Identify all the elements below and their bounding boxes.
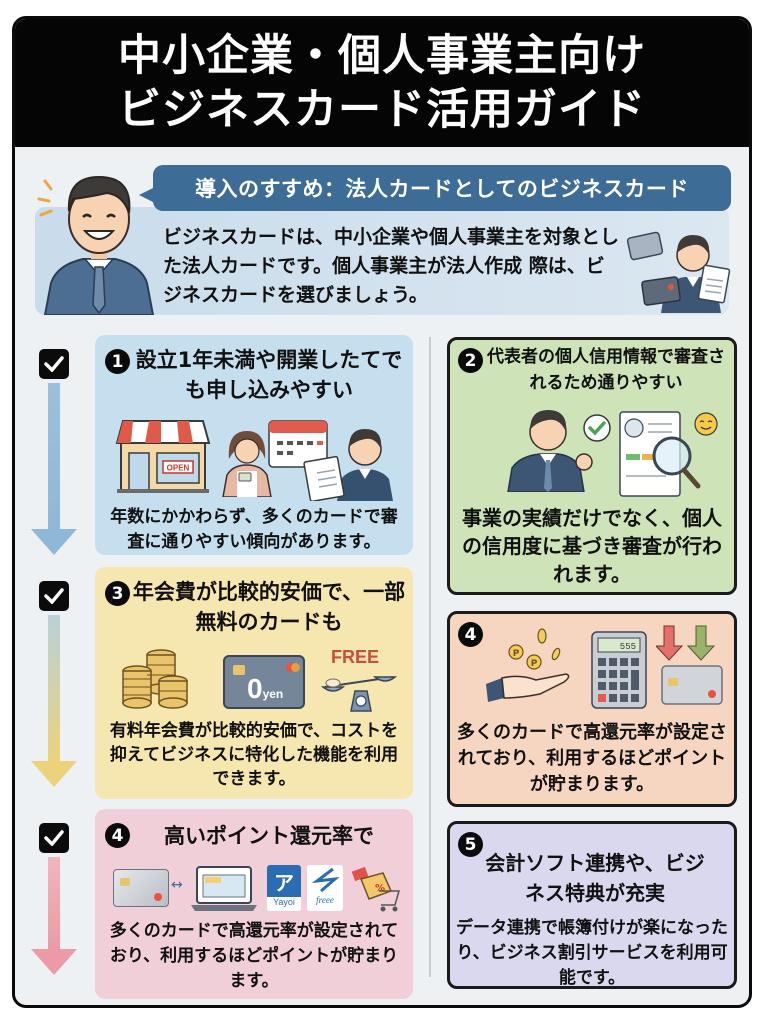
card-title: 高いポイント還元率で [164, 824, 374, 848]
step-number-badge: 3 [105, 581, 130, 606]
column-divider [429, 337, 431, 977]
checkbox-icon [39, 349, 69, 379]
step-number-badge: 1 [105, 349, 130, 374]
zero-yen-card-icon: 0yen [223, 655, 305, 709]
card-body: データ連携で帳簿付けが楽になったり、ビジネス割引サービスを利用可能です。 [456, 918, 728, 988]
intro-heading-bubble: 導入のすすめ：法人カードとしてのビジネスカード [139, 165, 731, 211]
coin-stacks-icon [122, 649, 188, 709]
step-number-badge: 5 [458, 832, 483, 857]
shop-open-sign-icon: OPEN [115, 420, 211, 493]
discount-cart-icon: % [351, 866, 400, 912]
card-body: 事業の実績だけでなく、個人の信用度に基づき審査が行われます。 [462, 506, 722, 586]
arrow-down-shaft [48, 383, 60, 531]
freee-logo-icon: freee [307, 865, 343, 911]
woman-holding-card-icon [222, 431, 272, 497]
card-title: 年会費が比較的安価で、一部無料のカードも [132, 580, 406, 634]
card-title: 会計ソフト連携や、ビジネス特典が充実 [485, 851, 705, 905]
svg-text:P: P [513, 649, 520, 659]
benefit-card-3: 3 年会費が比較的安価で、一部無料のカードも 0yen FREE [95, 567, 413, 799]
card-body: 多くのカードで高還元率が設定されており、利用するほどポイントが貯まります。 [109, 921, 399, 991]
down-arrows-and-card-icon [656, 625, 723, 705]
benefit-card-2: 2 代表者の個人信用情報で審査されるため通りやすい 事業の実績だけでなく、個人の… [447, 337, 737, 595]
smiling-businessman-icon [37, 175, 155, 315]
card-amount: 0 [247, 673, 263, 704]
credit-card-icon [113, 869, 169, 907]
arrow-down-shaft [48, 857, 60, 951]
intro-text: ビジネスカードは、中小企業や個人事業主を対象とした法人カードです。個人事業主が法… [163, 226, 620, 306]
svg-text:555: 555 [620, 642, 636, 652]
page-title-line1: 中小企業・個人事業主向け [118, 31, 646, 81]
card-body: 有料年会費が比較的安価で、コストを抑えてビジネスに特化した機能を利用できます。 [109, 721, 399, 789]
page-header: 中小企業・個人事業主向け ビジネスカード活用ガイド [15, 19, 749, 147]
businessman-icon [507, 410, 593, 492]
page-title-line2: ビジネスカード活用ガイド [118, 85, 646, 135]
free-label: FREE [331, 647, 380, 667]
laptop-icon [191, 866, 257, 911]
step-number-badge: 4 [458, 622, 483, 647]
benefit-card-4-right: 4 P P 555 [447, 611, 737, 807]
intro-background [35, 207, 729, 315]
arrow-down-icon [31, 761, 77, 787]
card-title: 代表者の個人信用情報で審査されるため通りやすい [487, 347, 725, 393]
card-title: 設立1年未満や開業したてでも申し込みやすい [135, 348, 403, 402]
svg-text:%: % [375, 883, 385, 894]
hand-with-point-coins-icon: P P [486, 628, 570, 702]
intro-section: 導入のすすめ：法人カードとしてのビジネスカード ビジネスカードは、中小企業や個人… [15, 147, 749, 317]
calendar-and-businessman-icon [268, 420, 393, 501]
checkbox-icon [39, 581, 69, 611]
checkbox-icon [39, 823, 69, 853]
businessman-with-cards-icon [627, 231, 731, 313]
benefit-card-4-left: 4 高いポイント還元率で ↔ ア Yayoi freee % 多くのカード [95, 809, 413, 999]
step-number-badge: 4 [105, 823, 130, 848]
sync-arrow-icon: ↔ [171, 877, 183, 893]
card-body: 年数にかかわらず、多くのカードで審査に通りやすい傾向があります。 [110, 507, 398, 552]
intro-heading: 導入のすすめ：法人カードとしてのビジネスカード [195, 177, 689, 201]
infographic-frame: 中小企業・個人事業主向け ビジネスカード活用ガイド 導入のすすめ：法人カードとし… [12, 16, 752, 1008]
svg-text:OPEN: OPEN [167, 464, 190, 473]
card-unit: yen [262, 687, 284, 701]
step-number-badge: 2 [458, 348, 483, 373]
arrow-down-icon [31, 949, 77, 975]
arrow-down-shaft [48, 615, 60, 763]
svg-text:P: P [531, 659, 538, 669]
check-bubble-icon [583, 414, 611, 442]
balance-scale-icon [321, 676, 397, 712]
arrow-down-icon [31, 529, 77, 555]
benefit-card-5: 5 会計ソフト連携や、ビジネス特典が充実 データ連携で帳簿付けが楽になったり、ビ… [447, 821, 737, 989]
benefit-card-1: 1 設立1年未満や開業したてでも申し込みやすい OPEN [95, 335, 413, 555]
card-body: 多くのカードで高還元率が設定されており、利用するほどポイントが貯まります。 [457, 722, 727, 795]
calculator-icon: 555 [591, 631, 647, 709]
profile-document-magnifier-icon [619, 411, 718, 497]
yayoi-logo-icon: ア Yayoi [267, 865, 301, 911]
